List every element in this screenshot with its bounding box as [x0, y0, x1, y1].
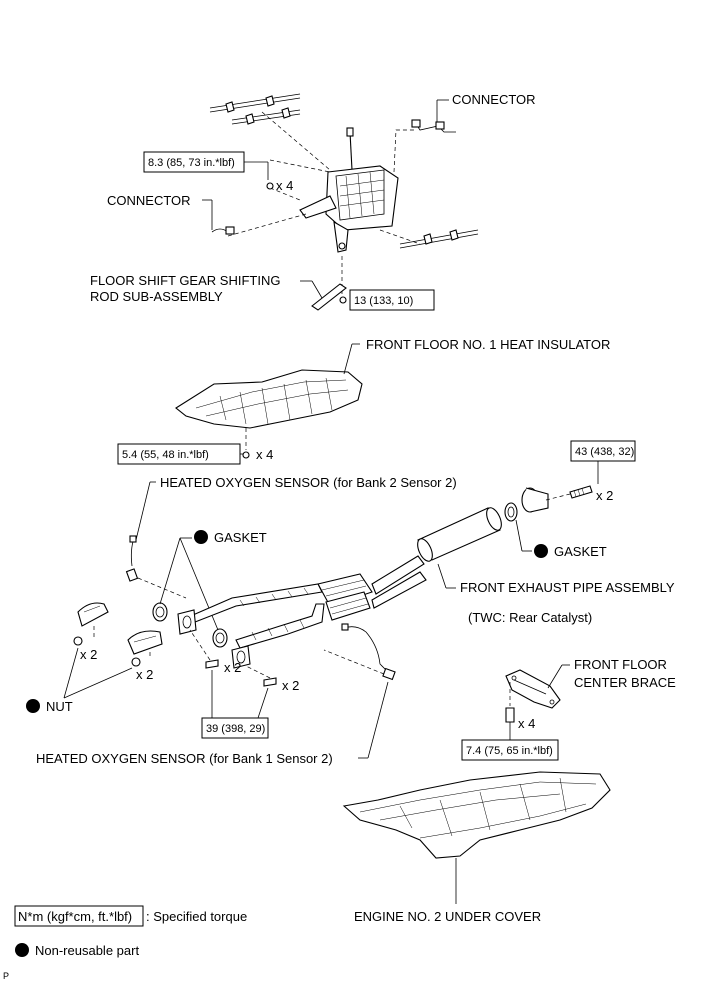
gasket-right-part [504, 502, 518, 522]
nonreusable-legend-icon [15, 943, 29, 957]
torque-spring-bolts: 43 (438, 32) [575, 446, 634, 458]
torque-brace: 7.4 (75, 65 in.*lbf) [466, 745, 553, 757]
gasket-left-part [152, 602, 168, 622]
torque-insulator: 5.4 (55, 48 in.*lbf) [122, 449, 209, 461]
heat-insulator-label: FRONT FLOOR NO. 1 HEAT INSULATOR [366, 337, 610, 352]
exhaust-pipe-label: FRONT EXHAUST PIPE ASSEMBLY [460, 580, 675, 595]
connector-top-part [411, 119, 456, 133]
torque-shift-bolts: 8.3 (85, 73 in.*lbf) [148, 157, 235, 169]
bolts-lower [205, 659, 277, 687]
o2-sensor-bank1-part [341, 623, 396, 681]
qty-bolt-a: x 2 [224, 660, 241, 675]
center-brace-part [505, 669, 561, 709]
brace-label-2: CENTER BRACE [574, 675, 676, 690]
corner-mark: P [3, 971, 9, 981]
qty-brace: x 4 [518, 716, 535, 731]
shift-rod-label-2: ROD SUB-ASSEMBLY [90, 289, 223, 304]
o2-sensor-bank2-part [125, 535, 139, 582]
floor-rails-left [209, 93, 301, 125]
shift-lever-assembly [299, 127, 399, 253]
torque-legend-text: : Specified torque [146, 909, 247, 924]
shift-rod-part [311, 283, 347, 311]
shift-rod-label-1: FLOOR SHIFT GEAR SHIFTING [90, 273, 280, 288]
nonreusable-legend-text: Non-reusable part [35, 943, 139, 958]
nonreusable-mark-nut [26, 699, 40, 713]
twc-note: (TWC: Rear Catalyst) [468, 610, 592, 625]
heat-insulator-part [175, 369, 363, 429]
legend: N*m (kgf*cm, ft.*lbf) : Specified torque… [14, 905, 247, 958]
nut-label: NUT [46, 699, 73, 714]
gasket-left-label: GASKET [214, 530, 267, 545]
floor-rails-right [399, 229, 479, 249]
connector-left-label: CONNECTOR [107, 193, 191, 208]
under-cover-part [342, 771, 611, 859]
torque-legend-box [14, 905, 144, 927]
o2-bank1-label: HEATED OXYGEN SENSOR (for Bank 1 Sensor … [36, 751, 333, 766]
connector-top-label: CONNECTOR [452, 92, 536, 107]
front-exhaust-pipe-part [177, 507, 502, 669]
under-cover-label: ENGINE NO. 2 UNDER COVER [354, 909, 541, 924]
qty-insulator: x 4 [256, 447, 273, 462]
qty-shift-bolts: x 4 [276, 178, 293, 193]
nonreusable-mark-gasket-right [534, 544, 548, 558]
connector-left-part [211, 226, 235, 235]
qty-nut-a: x 2 [80, 647, 97, 662]
o2-bank2-label: HEATED OXYGEN SENSOR (for Bank 2 Sensor … [160, 475, 457, 490]
nonreusable-mark-gasket-left [194, 530, 208, 544]
qty-spring-bolts: x 2 [596, 488, 613, 503]
brace-label-1: FRONT FLOOR [574, 657, 667, 672]
qty-bolt-b: x 2 [282, 678, 299, 693]
spring-bolt-part [569, 485, 593, 499]
torque-flange-bolts: 39 (398, 29) [206, 723, 265, 735]
rear-pipe-flange [521, 487, 549, 513]
gasket-right-label: GASKET [554, 544, 607, 559]
exhaust-manifold-pipes [77, 602, 163, 655]
torque-legend-units: N*m (kgf*cm, ft.*lbf) [18, 909, 132, 924]
gasket-left-part-2 [212, 628, 228, 648]
torque-shift-rod: 13 (133, 10) [354, 295, 413, 307]
qty-nut-b: x 2 [136, 667, 153, 682]
